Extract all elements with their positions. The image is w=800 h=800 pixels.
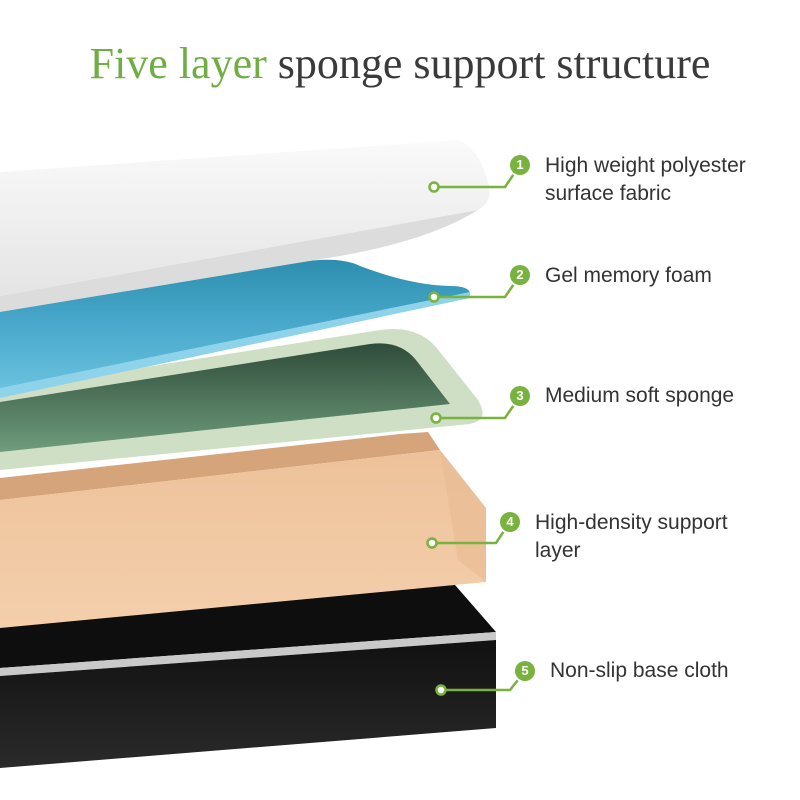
label-layer-2-line1: Gel memory foam <box>545 264 712 287</box>
badge-5: 5 <box>515 661 535 681</box>
layer-gel-foam <box>0 259 471 398</box>
badge-4: 4 <box>500 512 520 532</box>
label-layer-5-line1: Non-slip base cloth <box>550 659 729 682</box>
layer-support <box>0 432 486 628</box>
callout-dots <box>426 181 447 696</box>
label-layer-3-line1: Medium soft sponge <box>545 384 735 407</box>
label-layer-4-line2: layer <box>535 539 581 562</box>
label-layer-2: Gel memory foam <box>545 262 712 290</box>
label-layer-4: High-density support layer <box>535 509 728 565</box>
badge-3: 3 <box>510 386 530 406</box>
label-layer-5: Non-slip base cloth <box>550 657 729 685</box>
label-layer-4-line1: High-density support <box>535 511 728 534</box>
badge-2: 2 <box>510 265 530 285</box>
label-layer-1-line1: High weight polyester <box>545 154 746 177</box>
layer-fabric <box>0 140 490 312</box>
title-rest: sponge support structure <box>266 39 711 88</box>
badge-1: 1 <box>510 155 530 175</box>
label-layer-1-line2: surface fabric <box>545 182 672 205</box>
layer-soft-sponge <box>0 328 483 470</box>
label-layer-3: Medium soft sponge <box>545 382 734 410</box>
title-highlight: Five layer <box>89 39 267 88</box>
label-layer-1: High weight polyester surface fabric <box>545 152 746 208</box>
page-title: Five layer sponge support structure <box>0 38 800 90</box>
